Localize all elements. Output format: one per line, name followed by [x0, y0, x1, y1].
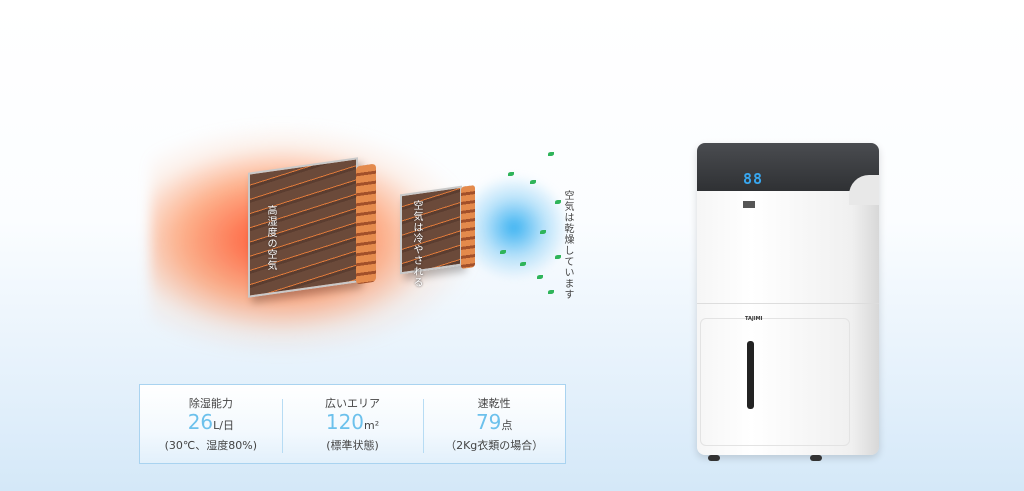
water-level-window [747, 341, 754, 409]
spec-unit: m² [364, 419, 380, 432]
spec-title: 速乾性 [477, 397, 511, 410]
spec-value: 26 [187, 410, 214, 434]
spec-value: 79 [475, 410, 502, 434]
model-badge [743, 201, 756, 208]
humid-air-label: 高湿度の空気 [265, 205, 276, 271]
spec-note: （2Kg衣類の場合） [445, 439, 544, 452]
spec-quick-dry: 速乾性 79点 （2Kg衣類の場合） [423, 385, 565, 463]
cold-air-flow [470, 160, 580, 310]
spec-title: 広いエリア [325, 397, 380, 410]
unit-top-panel [697, 143, 879, 205]
spec-unit: L/日 [213, 419, 234, 432]
brand-logo: TAJIMI [745, 316, 763, 322]
caster-wheel [708, 455, 720, 461]
led-display: 88 [743, 170, 764, 188]
cooled-air-label: 空気は冷やされる [411, 200, 422, 288]
dried-air-label: 空気は乾燥しています [562, 190, 573, 300]
tank-seam [697, 303, 879, 304]
spec-note: (標準状態) [326, 439, 379, 452]
spec-note: (30℃、湿度80%) [164, 439, 258, 452]
spec-unit: 点 [501, 419, 513, 432]
spec-panel: 除湿能力 26L/日 (30℃、湿度80%) 広いエリア 120m² (標準状態… [139, 384, 566, 464]
spec-area: 広いエリア 120m² (標準状態) [281, 385, 424, 463]
unit-body [697, 143, 879, 455]
caster-wheel [810, 455, 822, 461]
copper-pipes-small [461, 185, 475, 269]
water-tank [700, 318, 850, 446]
spec-dehumidify: 除湿能力 26L/日 (30℃、湿度80%) [140, 385, 282, 463]
spec-title: 除湿能力 [188, 397, 233, 410]
copper-pipes-large [356, 163, 376, 285]
spec-value: 120 [325, 410, 365, 434]
